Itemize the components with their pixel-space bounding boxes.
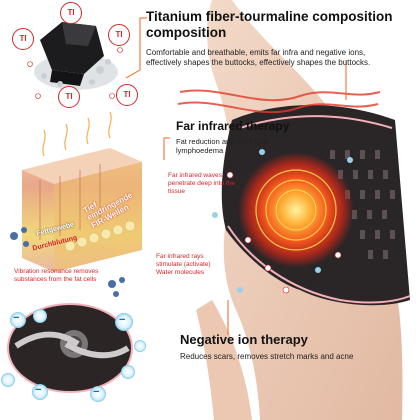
ion-minus-3: − [35,384,42,396]
ti-badge-3: TI [108,24,130,46]
ion-garment-closeup [7,303,133,393]
ion-particles [212,149,353,294]
ion-minus-1: − [13,312,20,324]
far-infrared-title: Far infrared therapy [176,119,290,133]
ti-badge-4: TI [116,84,138,106]
skin-cross-section [22,111,142,272]
ti-badge-5: TI [58,86,80,108]
vibration-note: Vibration resonance removes substances f… [14,268,99,283]
ion-minus-2: − [119,314,126,326]
ion-minus-4: − [93,386,100,398]
inner-leg [196,300,252,420]
far-infrared-description: Fat reduction and relief from lymphoedem… [176,137,270,155]
ti-badge-2: TI [60,2,82,24]
ti-badge-1: TI [12,28,34,50]
water-molecules [10,227,125,297]
tourmaline-title: Titanium fiber-tourmaline composition co… [146,9,393,40]
negative-ion-description: Reduces scars, removes stretch marks and… [180,352,354,361]
tourmaline-description: Comfortable and breathable, emits far in… [146,48,371,67]
tourmaline-stone [34,22,118,90]
negative-ions [1,309,146,402]
negative-ion-title: Negative ion therapy [180,332,308,347]
far-infrared-waves-note: Far infrared waves penetrate deep into t… [168,172,235,195]
heat-glow [238,152,354,268]
far-infrared-rays-note: Far infrared rays stimulate (activate) W… [156,253,211,276]
